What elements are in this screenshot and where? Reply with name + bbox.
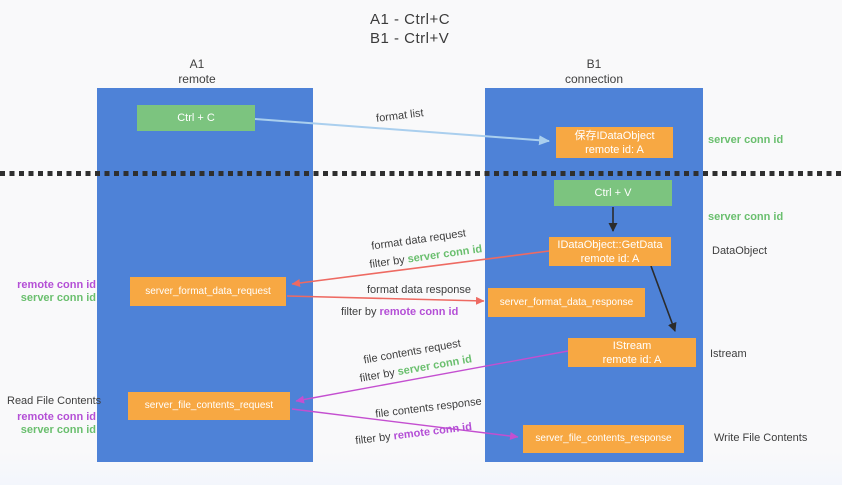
diagram-title: A1 - Ctrl+C B1 - Ctrl+V — [370, 10, 450, 48]
node-istream: IStream remote id: A — [568, 338, 696, 367]
lane-b1-subtitle: connection — [564, 72, 624, 86]
save-idataobject-line1: 保存IDataObject — [574, 129, 655, 142]
label-remote-conn-id-left-bottom: remote conn id — [17, 411, 96, 423]
lane-b1-title: B1 — [586, 57, 602, 71]
dotted-divider-line — [0, 171, 842, 176]
ctrl-c-label: Ctrl + C — [177, 112, 215, 124]
remote-conn-id-text: remote conn id — [379, 306, 459, 318]
label-remote-conn-id-left-top: remote conn id — [17, 279, 96, 291]
node-ctrl-v: Ctrl + V — [554, 180, 672, 206]
node-server-format-data-response: server_format_data_response — [488, 288, 645, 317]
lane-a1-subtitle: remote — [178, 72, 216, 86]
title-line-b1: B1 - Ctrl+V — [370, 30, 450, 47]
save-idataobject-line2: remote id: A — [585, 143, 644, 156]
arrow-file-contents-response — [291, 408, 519, 440]
file-request-label: server_file_contents_request — [144, 400, 274, 411]
label-write-file-contents: Write File Contents — [714, 432, 808, 444]
filter-by-text: filter by — [341, 306, 377, 318]
getdata-line2: remote id: A — [580, 252, 640, 265]
arrow-format-data-request — [291, 250, 550, 287]
label-server-conn-id-right-mid: server conn id — [708, 211, 784, 223]
label-server-conn-id-left-bottom: server conn id — [20, 424, 96, 436]
lane-a1-title: A1 — [189, 57, 205, 71]
getdata-line1: IDataObject::GetData — [557, 238, 663, 251]
node-ctrl-c: Ctrl + C — [137, 105, 255, 131]
lane-header-b1: B1 connection — [544, 57, 644, 87]
arrow-getdata-to-istream — [650, 265, 677, 332]
label-istream-right: Istream — [710, 348, 747, 360]
arrow-format-data-response — [286, 295, 485, 305]
node-server-file-contents-request: server_file_contents_request — [128, 392, 290, 420]
title-line-a1: A1 - Ctrl+C — [370, 11, 451, 28]
node-save-idataobject: 保存IDataObject remote id: A — [556, 127, 673, 158]
istream-line1: IStream — [612, 339, 652, 352]
istream-line2: remote id: A — [602, 353, 662, 366]
label-format-data-response: format data response — [367, 284, 471, 296]
label-dataobject: DataObject — [712, 245, 768, 257]
label-server-conn-id-left-top: server conn id — [20, 292, 96, 304]
left-conn-id-block-bottom: remote conn id server conn id — [0, 411, 96, 437]
lane-header-a1: A1 remote — [147, 57, 247, 87]
arrow-file-contents-request — [295, 350, 569, 404]
arrow-format-list — [254, 118, 550, 146]
node-server-format-data-request: server_format_data_request — [130, 277, 286, 306]
node-idataobject-getdata: IDataObject::GetData remote id: A — [549, 237, 671, 266]
ctrl-v-label: Ctrl + V — [594, 187, 632, 199]
file-response-label: server_file_contents_response — [535, 433, 672, 444]
node-server-file-contents-response: server_file_contents_response — [523, 425, 684, 453]
label-server-conn-id-right-top: server conn id — [708, 134, 784, 146]
format-response-label: server_format_data_response — [499, 296, 634, 308]
left-conn-id-block-top: remote conn id server conn id — [0, 279, 96, 305]
format-request-label: server_format_data_request — [145, 285, 271, 297]
label-read-file-contents: Read File Contents — [7, 395, 102, 407]
